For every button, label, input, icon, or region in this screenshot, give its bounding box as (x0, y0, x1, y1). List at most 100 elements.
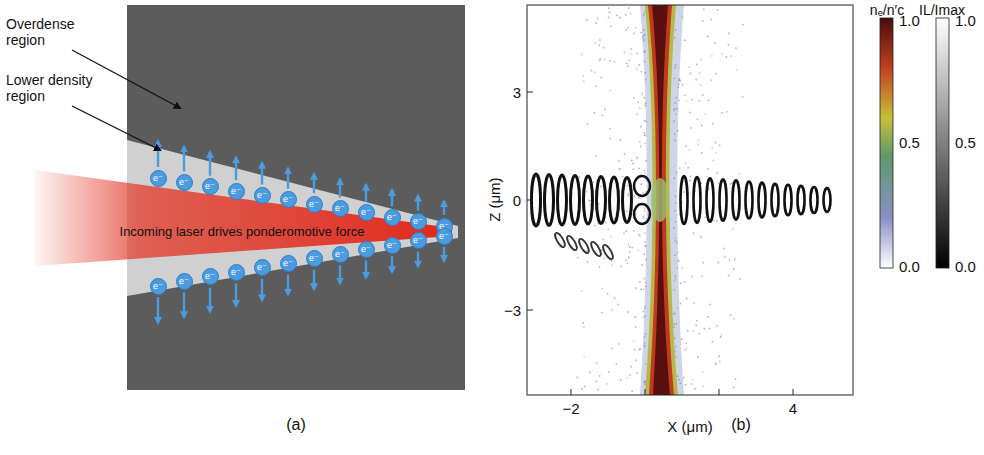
force-arrow (287, 168, 289, 189)
electron-circle: e⁻ (358, 204, 375, 221)
electron-circle: e⁻ (436, 228, 453, 245)
force-arrow (417, 252, 419, 267)
force-arrow (313, 174, 315, 193)
electron-label: e⁻ (413, 217, 423, 226)
leader-line (72, 106, 160, 150)
axis-label: −2 (562, 400, 579, 417)
axis-label: 0.5 (899, 134, 920, 151)
force-arrow (365, 185, 367, 202)
axis-label: 0 (513, 192, 521, 209)
electron-label: e⁻ (153, 174, 163, 183)
ticks (527, 92, 793, 395)
electron-circle: e⁻ (254, 187, 271, 204)
electron-circle: e⁻ (384, 237, 401, 254)
electron-label: e⁻ (283, 259, 293, 268)
electron-label: e⁻ (231, 187, 241, 196)
electron-label: e⁻ (153, 282, 163, 291)
plot-frame (527, 5, 853, 395)
electron-circle: e⁻ (202, 178, 219, 195)
electron-circle: e⁻ (176, 273, 193, 290)
hole-region (651, 178, 669, 222)
force-arrow (313, 270, 315, 289)
density-edge (645, 5, 678, 395)
electron-label: e⁻ (361, 245, 371, 254)
laser-wavefronts (532, 174, 831, 260)
electron-label: e⁻ (439, 232, 449, 241)
force-arrow (391, 256, 393, 272)
axis-label: nₑ/n′c (870, 2, 904, 18)
force-arrow (235, 283, 237, 306)
axis-label: (a) (286, 416, 306, 434)
laser-cone (35, 170, 452, 266)
force-arrow (261, 163, 263, 185)
electron-label: e⁻ (257, 263, 267, 272)
electron-circle: e⁻ (410, 232, 427, 249)
intensity-colorbar (936, 18, 949, 268)
electron-label: e⁻ (387, 213, 397, 222)
density-core (652, 5, 670, 395)
force-arrow (261, 279, 263, 301)
axis-label: 4 (789, 400, 797, 417)
density-band (648, 5, 674, 395)
electron-label: e⁻ (283, 195, 293, 204)
electron-label: e⁻ (335, 204, 345, 213)
electron-label: e⁻ (361, 208, 371, 217)
electron-circle: e⁻ (228, 183, 245, 200)
electron-label: e⁻ (257, 191, 267, 200)
force-arrow (209, 288, 211, 312)
force-arrow (287, 274, 289, 295)
electron-label: e⁻ (179, 178, 189, 187)
electron-label: e⁻ (205, 182, 215, 191)
axis-label: 0.0 (955, 258, 976, 275)
electron-circle: e⁻ (280, 255, 297, 272)
electron-label: e⁻ (309, 200, 319, 209)
axis-label: X (μm) (667, 418, 712, 435)
electron-circle: e⁻ (228, 264, 245, 281)
electron-circle: e⁻ (176, 174, 193, 191)
electron-circle: e⁻ (254, 259, 271, 276)
force-arrow (391, 190, 393, 206)
axis-label: 1.0 (899, 12, 920, 29)
axis-label: 3 (513, 84, 521, 101)
axis-label: (b) (731, 416, 751, 434)
electron-label: e⁻ (413, 236, 423, 245)
force-arrow (183, 146, 185, 171)
electron-label: e⁻ (335, 250, 345, 259)
region-label: Overdense region (6, 16, 101, 48)
force-arrow (183, 292, 185, 317)
force-arrow (157, 297, 159, 323)
electron-label: e⁻ (179, 277, 189, 286)
electron-circle: e⁻ (332, 246, 349, 263)
force-arrow (339, 179, 341, 197)
axis-label: Z (μm) (485, 178, 502, 222)
electron-circle: e⁻ (306, 196, 323, 213)
density-colorbar (880, 18, 893, 268)
electron-circle: e⁻ (150, 278, 167, 295)
axis-label: 0.5 (955, 134, 976, 151)
force-arrow (443, 247, 445, 261)
electron-circle: e⁻ (150, 170, 167, 187)
force-arrow (339, 265, 341, 283)
electron-circle: e⁻ (384, 209, 401, 226)
electron-circle: e⁻ (332, 200, 349, 217)
axis-label: 0.0 (899, 258, 920, 275)
electron-circle: e⁻ (306, 250, 323, 267)
electron-label: e⁻ (205, 272, 215, 281)
plot-area (527, 5, 853, 395)
electron-circle: e⁻ (358, 241, 375, 258)
electron-circle: e⁻ (202, 268, 219, 285)
force-arrow (157, 141, 159, 167)
axis-label: 1.0 (955, 12, 976, 29)
force-arrow (209, 152, 211, 176)
density-halo (640, 5, 684, 395)
electron-label: e⁻ (309, 254, 319, 263)
force-arrow (235, 157, 237, 180)
electron-label: e⁻ (387, 241, 397, 250)
laser-caption: Incoming laser drives ponderomotive forc… (120, 225, 365, 240)
force-arrow (443, 201, 445, 215)
force-arrow (365, 261, 367, 278)
axis-label: −3 (504, 302, 521, 319)
electron-circle: e⁻ (280, 191, 297, 208)
force-arrow (417, 196, 419, 211)
electron-circle: e⁻ (410, 213, 427, 230)
